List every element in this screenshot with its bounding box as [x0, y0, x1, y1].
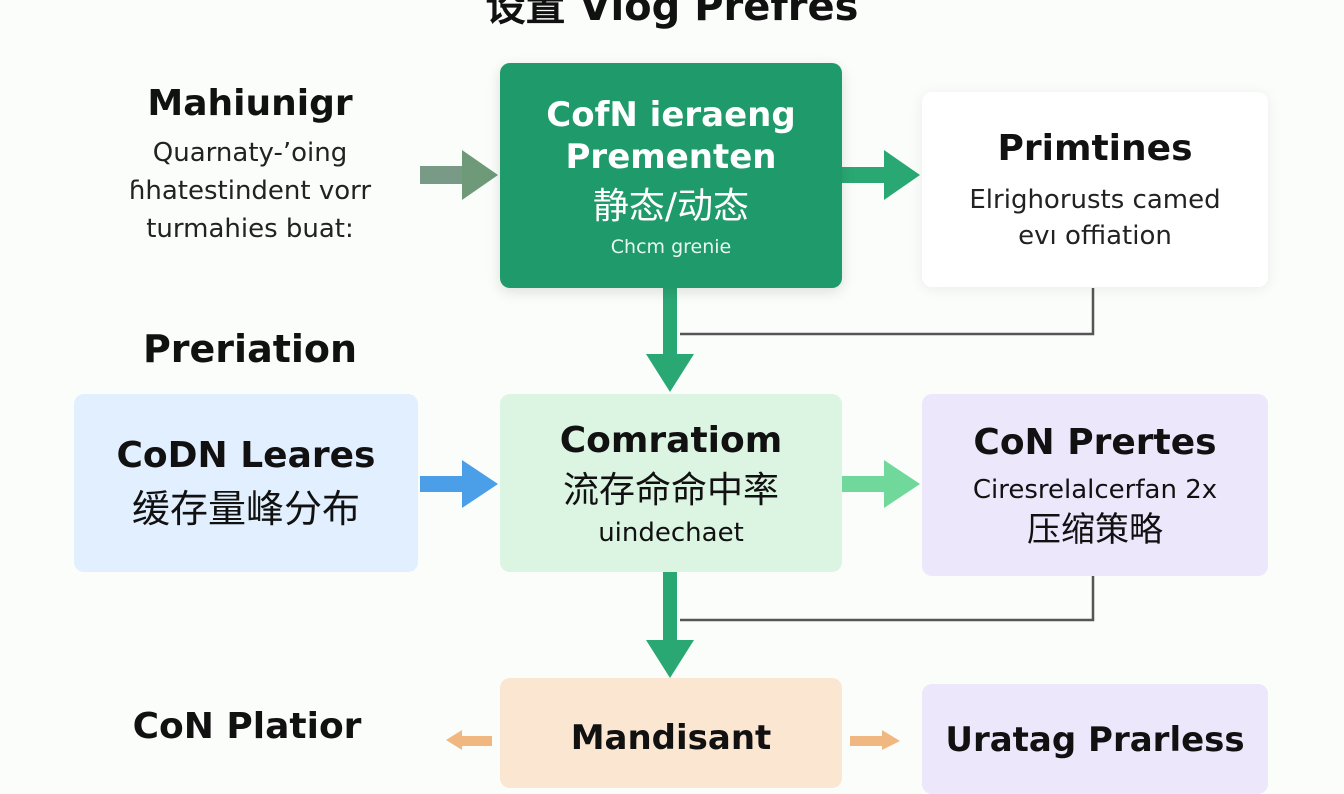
- blue-node-subtitle: 缓存量峰分布: [131, 487, 360, 531]
- center-node-tail: uindechaet: [598, 518, 744, 548]
- purple2-node-heading: Uratag Prarless: [945, 720, 1245, 760]
- main-node-card: CofN ieraeng Prementen 静态/动态 Chcm grenie: [500, 63, 842, 288]
- arrow-bottom-left-partial: [446, 730, 492, 750]
- purple-node-subtitle2: 压缩策略: [1027, 510, 1163, 550]
- blue-node-card: CoDN Leares 缓存量峰分布: [74, 394, 418, 572]
- center-node-subtitle: 流存命命中率: [562, 470, 779, 511]
- blue-node-heading: CoDN Leares: [116, 435, 376, 476]
- connectors-layer: [420, 150, 1095, 750]
- arrow-blue-to-center: [420, 460, 498, 508]
- main-node-line1: CofN ieraeng: [546, 94, 796, 135]
- arrow-center-down: [646, 572, 694, 678]
- left-block-line: turmahies buat:: [146, 214, 354, 244]
- primtines-line: evı offiation: [1018, 220, 1172, 251]
- left-block-line: Quarnaty-ʼoing: [152, 138, 348, 168]
- purple-node-subtitle: Ciresrelalcerfan 2x: [972, 475, 1218, 505]
- left-block-heading: Mahiunigr: [147, 83, 353, 124]
- arrow-main-down: [646, 288, 694, 392]
- purple-node-heading: CoN Prertes: [973, 422, 1217, 463]
- orange-node-card: Mandisant: [500, 678, 842, 788]
- connector-primtines-return: [680, 288, 1095, 336]
- connector-purple-return: [680, 576, 1095, 622]
- left-info-block: Mahiunigr Quarnaty-ʼoing ɦhatestindent v…: [100, 80, 400, 248]
- primtines-line: Elrighorusts camed: [969, 184, 1221, 215]
- platior-label: CoN Platior: [132, 706, 362, 747]
- arrow-bottom-right-partial: [850, 730, 900, 750]
- arrow-left-to-main: [420, 150, 498, 200]
- center-node-card: Comratiom 流存命命中率 uindechaet: [500, 394, 842, 572]
- center-node-heading: Comratiom: [559, 420, 783, 461]
- purple-node-card: CoN Prertes Ciresrelalcerfan 2x 压缩策略: [922, 394, 1268, 576]
- left-block-line: ɦhatestindent vorr: [128, 176, 372, 206]
- arrow-center-to-purple: [842, 460, 920, 508]
- orange-node-heading: Mandisant: [570, 718, 772, 758]
- main-node-line4: Chcm grenie: [610, 235, 732, 258]
- preriation-label: Preriation: [142, 327, 358, 371]
- main-node-line3: 静态/动态: [592, 185, 750, 227]
- arrow-main-to-primtines: [842, 150, 920, 200]
- main-node-line2: Prementen: [565, 136, 777, 177]
- primtines-heading: Primtines: [997, 127, 1193, 169]
- purple2-node-card: Uratag Prarless: [922, 684, 1268, 794]
- primtines-card: Primtines Elrighorusts camed evı offiati…: [922, 92, 1268, 287]
